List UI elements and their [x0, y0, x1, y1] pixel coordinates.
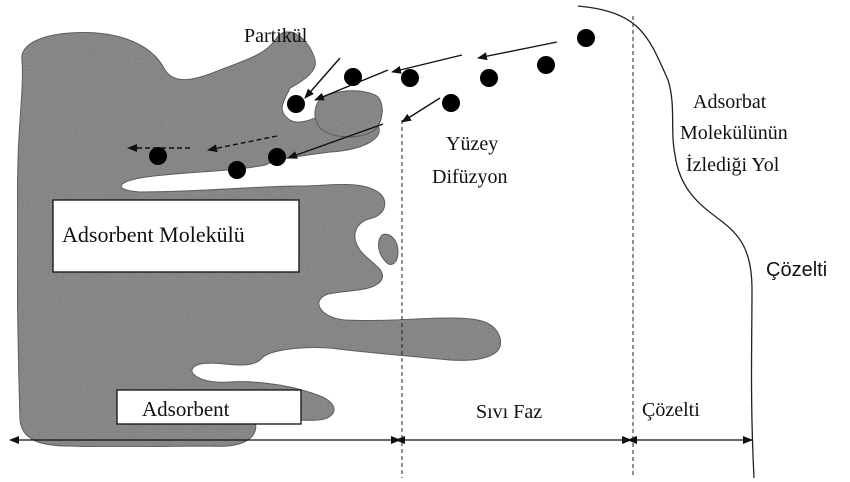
molecule-dot — [442, 94, 460, 112]
label-adsorbent-molekulu: Adsorbent Molekülü — [62, 222, 245, 247]
molecule-dot — [268, 148, 286, 166]
molecule-dot — [401, 69, 419, 87]
label-cozelti-bottom: Çözelti — [642, 399, 700, 421]
label-adsorbat: Adsorbat — [693, 91, 767, 113]
label-adsorbent: Adsorbent — [142, 397, 230, 421]
label-yuzey: Yüzey — [446, 133, 498, 155]
label-difuzyon: Difüzyon — [432, 166, 508, 188]
arrow — [478, 42, 557, 58]
molecule-dot — [537, 56, 555, 74]
molecule-dot — [480, 69, 498, 87]
arrow — [392, 55, 462, 72]
label-partikul: Partikül — [244, 25, 308, 47]
label-sivi-faz: Sıvı Faz — [476, 401, 542, 423]
label-molekulunun: Molekülünün — [680, 122, 788, 144]
molecule-dot — [344, 68, 362, 86]
arrow — [402, 98, 440, 122]
molecule-dot — [577, 29, 595, 47]
molecule-dot — [149, 147, 167, 165]
molecule-dot — [287, 95, 305, 113]
molecule-dot — [228, 161, 246, 179]
label-cozelti-right: Çözelti — [766, 259, 827, 281]
label-izledigi-yol: İzlediği Yol — [686, 153, 780, 176]
